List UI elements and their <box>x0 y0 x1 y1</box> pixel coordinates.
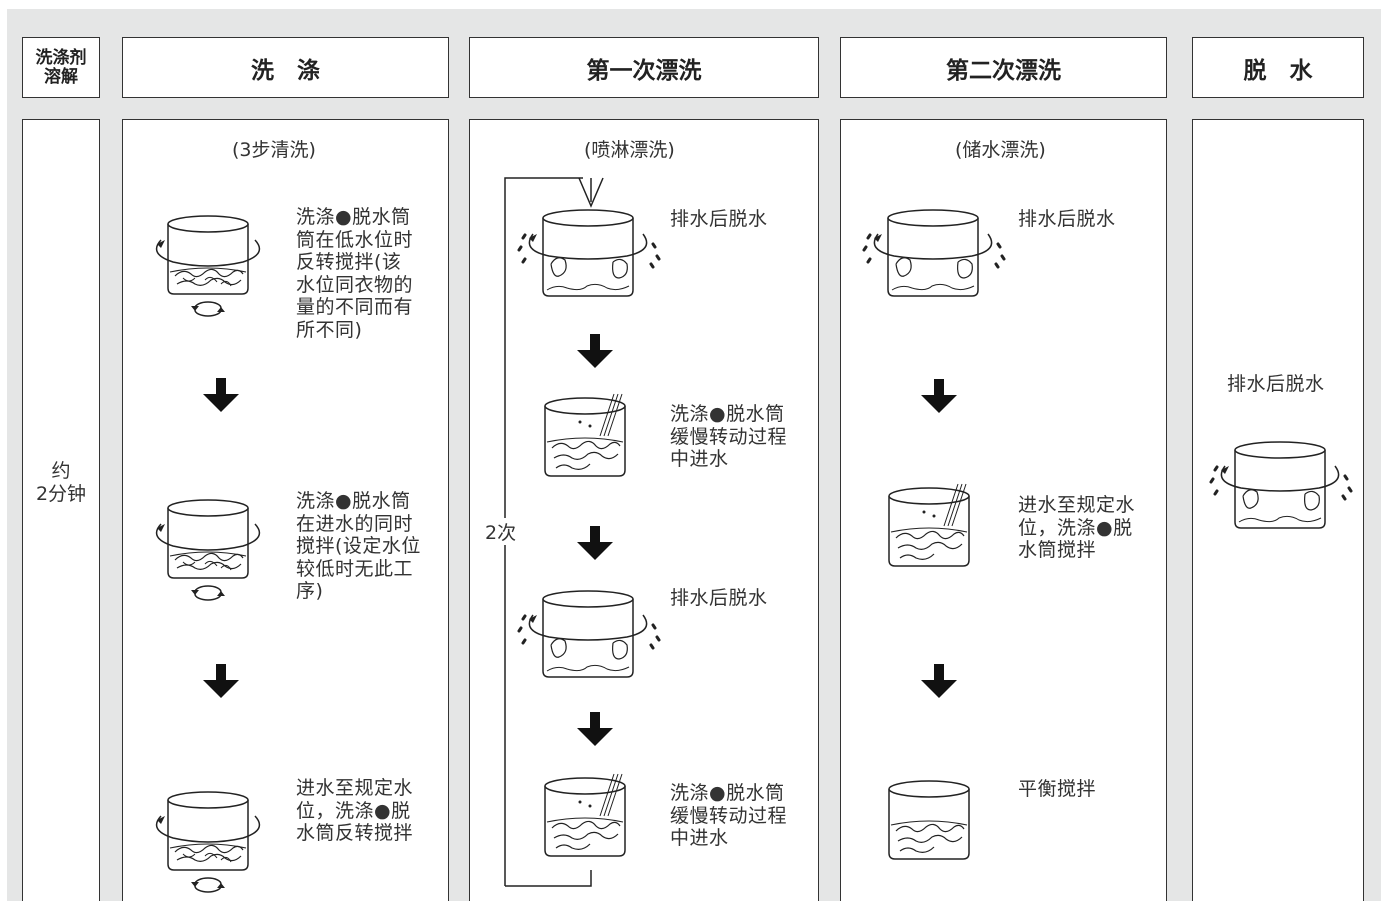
arrow-down-icon <box>921 664 957 700</box>
drum-fill-agitate-icon <box>143 484 273 609</box>
header-spin: 脱 水 <box>1192 37 1364 98</box>
rinse1-step1-text: 排水后脱水 <box>670 208 768 230</box>
drum-spin-icon <box>513 585 663 685</box>
drum-agitate-icon <box>143 200 273 325</box>
duration-label: 约 2分钟 <box>35 460 87 505</box>
header-rinse1: 第一次漂洗 <box>469 37 819 98</box>
rinse2-step1-text: 排水后脱水 <box>1018 208 1116 230</box>
wash-step3-text: 进水至规定水 位，洗涤●脱 水筒反转搅拌 <box>296 777 414 844</box>
arrow-down-icon <box>577 712 613 748</box>
rinse1-step2-text: 洗涤●脱水筒 缓慢转动过程 中进水 <box>670 403 788 470</box>
rinse2-subtitle: (储水漂洗) <box>955 139 1046 161</box>
header-wash: 洗 涤 <box>122 37 449 98</box>
rinse1-step3-text: 排水后脱水 <box>670 587 768 609</box>
header-rinse2: 第二次漂洗 <box>840 37 1167 98</box>
spin-step1-text: 排水后脱水 <box>1227 373 1325 395</box>
arrow-down-icon <box>577 526 613 562</box>
drum-fill-icon <box>864 482 994 587</box>
arrow-down-icon <box>203 378 239 414</box>
arrow-down-icon <box>203 664 239 700</box>
drum-spin-icon <box>858 204 1008 304</box>
wash-step1-text: 洗涤●脱水筒 筒在低水位时 反转搅拌(该 水位同衣物的 量的不同而有 所不同) <box>296 206 414 341</box>
header-detergent: 洗涤剂 溶解 <box>22 37 100 98</box>
drum-fill-icon <box>520 772 650 877</box>
rinse1-step4-text: 洗涤●脱水筒 缓慢转动过程 中进水 <box>670 782 788 849</box>
drum-reverse-agitate-icon <box>143 776 273 901</box>
wash-step2-text: 洗涤●脱水筒 在进水的同时 搅拌(设定水位 较低时无此工 序) <box>296 490 421 602</box>
drum-spin-icon <box>513 204 663 304</box>
rinse2-step2-text: 进水至规定水 位，洗涤●脱 水筒搅拌 <box>1018 494 1136 561</box>
wash-subtitle: (3步清洗) <box>232 139 316 161</box>
arrow-down-icon <box>577 334 613 370</box>
drum-spin-icon <box>1205 436 1355 536</box>
repeat-loop-bracket <box>504 177 604 887</box>
drum-fill-icon <box>520 392 650 497</box>
rinse1-subtitle: (喷淋漂洗) <box>584 139 675 161</box>
column-detergent <box>22 119 100 901</box>
arrow-down-icon <box>921 379 957 415</box>
rinse2-step3-text: 平衡搅拌 <box>1018 778 1097 800</box>
drum-balance-icon <box>864 775 994 880</box>
repeat-count: 2次 <box>485 518 517 545</box>
